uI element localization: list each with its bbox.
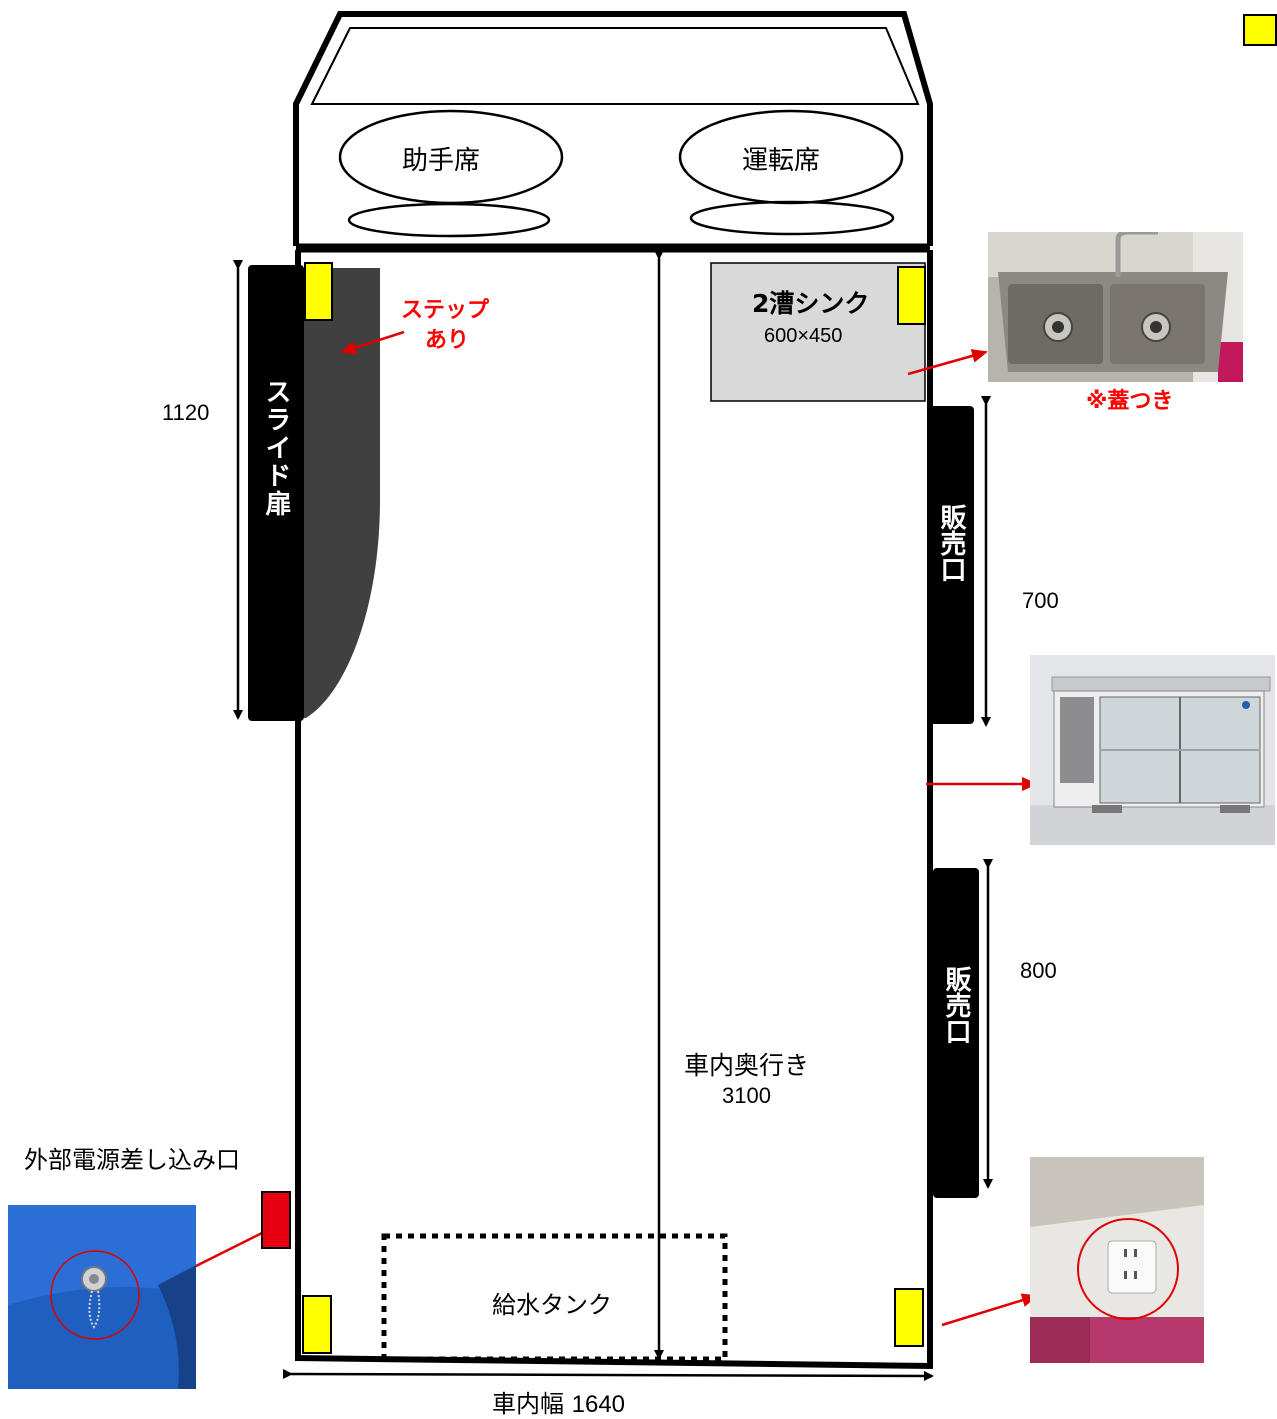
sliding-door-bar (248, 265, 304, 721)
step-label-line1: ステップ (401, 298, 490, 323)
sales-window-1-bar (928, 406, 974, 724)
yellow-marker-front-left (304, 262, 333, 321)
sink-title: 2漕シンク (752, 289, 870, 318)
sliding-door-label: スライド扉 (261, 378, 291, 518)
sink-note: ※蓋つき (1086, 389, 1174, 414)
step-pointer-arrow (340, 330, 405, 355)
driver-seat-label: 運転席 (742, 146, 821, 176)
power-outlet-photo (1030, 1157, 1204, 1363)
outlet-pointer-arrow (941, 1293, 1038, 1327)
passenger-seat-base (347, 202, 551, 238)
sales-window-1-dimension: 700 (1022, 588, 1059, 613)
legend-yellow-marker (1243, 14, 1277, 46)
sales-window-2-dimension: 800 (1020, 958, 1057, 983)
depth-value: 3100 (722, 1083, 771, 1108)
depth-label: 車内奥行き (684, 1051, 810, 1080)
external-power-photo (8, 1205, 196, 1389)
sink-box (710, 262, 926, 402)
body-rear-wall (294, 1355, 934, 1369)
sliding-door-dimension: 1120 (162, 400, 210, 425)
yellow-marker-rear-left (302, 1295, 332, 1354)
water-tank-label: 給水タンク (492, 1291, 612, 1319)
driver-seat-base (689, 200, 895, 236)
cab-outline (293, 11, 933, 246)
sales-window-1-label: 販売口 (936, 504, 966, 582)
sink-size: 600×450 (764, 325, 843, 347)
water-tank-outline (381, 1233, 728, 1362)
sink-pointer-arrow (907, 349, 988, 376)
windshield (310, 27, 920, 105)
step-area (304, 268, 380, 718)
external-power-marker (261, 1191, 291, 1249)
sink-photo (988, 232, 1243, 382)
yellow-marker-sink (897, 266, 926, 325)
refrigerator-photo (1030, 655, 1275, 845)
passenger-seat-label: 助手席 (402, 146, 481, 176)
width-label: 車内幅 1640 (492, 1390, 626, 1418)
external-power-label: 外部電源差し込み口 (24, 1146, 240, 1174)
sales-window-2-bar (933, 868, 979, 1198)
sales-window-2-label: 販売口 (941, 966, 971, 1044)
width-arrow (282, 1368, 934, 1381)
step-label-line2: あり (425, 328, 470, 353)
yellow-marker-rear-right (894, 1288, 924, 1347)
